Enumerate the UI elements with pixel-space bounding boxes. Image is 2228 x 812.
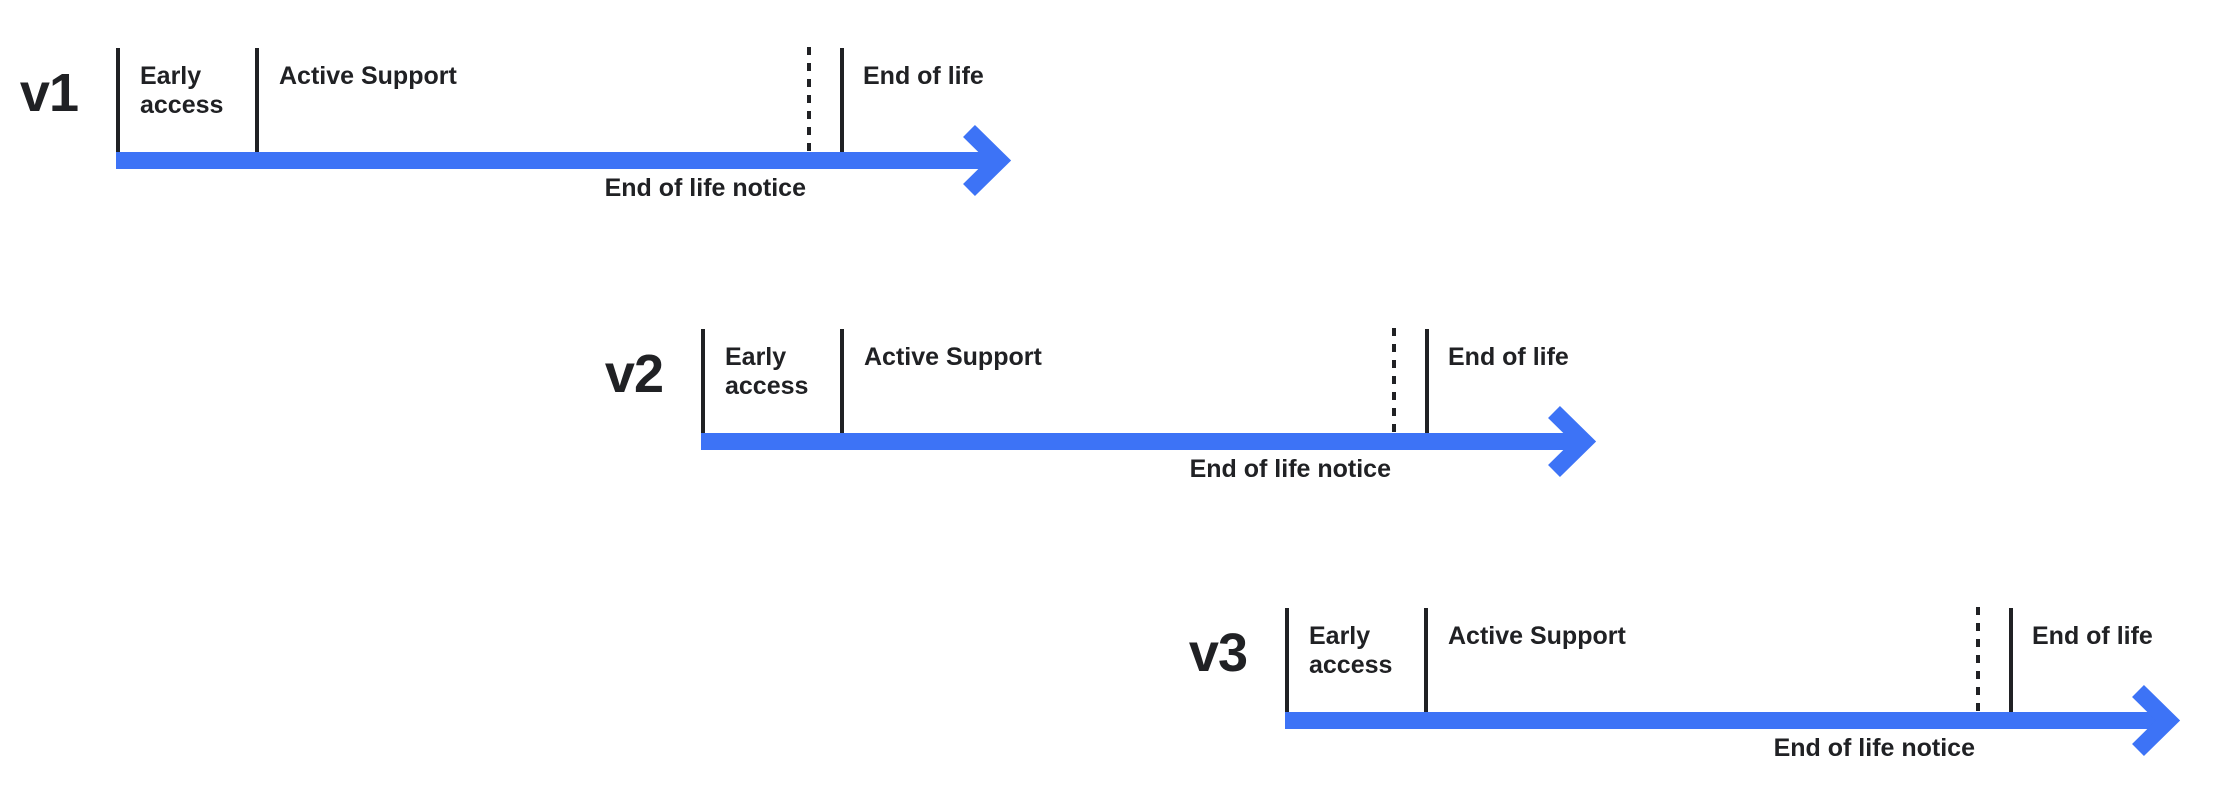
early-access-start-tick <box>1285 608 1289 712</box>
phase-label-end-of-life: End of life <box>863 62 984 90</box>
phase-label-end-of-life: End of life <box>2032 622 2153 650</box>
active-support-start-tick <box>255 48 259 152</box>
version-label: v2 <box>604 344 664 404</box>
phase-label-early-access: Early access <box>1309 622 1393 679</box>
eol-notice-dashed-line <box>1976 607 1980 711</box>
early-access-start-tick <box>701 329 705 433</box>
phase-label-early-access: Early access <box>140 62 224 119</box>
version-label: v3 <box>1188 623 1248 683</box>
timeline-row-v2: v2 Early access Active Support End of li… <box>601 313 1621 503</box>
phase-label-active-support: Active Support <box>1448 622 1626 650</box>
eol-notice-dashed-line <box>1392 328 1396 432</box>
active-support-start-tick <box>840 329 844 433</box>
phase-label-active-support: Active Support <box>864 343 1042 371</box>
timeline-arrow <box>1285 684 2181 757</box>
timeline-arrow <box>701 405 1597 478</box>
end-of-life-tick <box>840 48 844 152</box>
eol-notice-dashed-line <box>807 47 811 151</box>
end-of-life-tick <box>1425 329 1429 433</box>
end-of-life-tick <box>2009 608 2013 712</box>
phase-label-early-access: Early access <box>725 343 809 400</box>
timeline-arrow <box>116 124 1012 197</box>
early-access-start-tick <box>116 48 120 152</box>
end-of-life-notice-label: End of life notice <box>604 174 806 202</box>
phase-label-active-support: Active Support <box>279 62 457 90</box>
arrowhead-icon <box>963 124 1012 197</box>
end-of-life-notice-label: End of life notice <box>1773 734 1975 762</box>
timeline-row-v1: v1 Early access Active Support End of li… <box>16 32 1036 222</box>
timeline-row-v3: v3 Early access Active Support End of li… <box>1185 592 2205 782</box>
end-of-life-notice-label: End of life notice <box>1189 455 1391 483</box>
phase-label-end-of-life: End of life <box>1448 343 1569 371</box>
arrowhead-icon <box>2132 684 2181 757</box>
active-support-start-tick <box>1424 608 1428 712</box>
version-label: v1 <box>19 63 79 123</box>
arrowhead-icon <box>1548 405 1597 478</box>
